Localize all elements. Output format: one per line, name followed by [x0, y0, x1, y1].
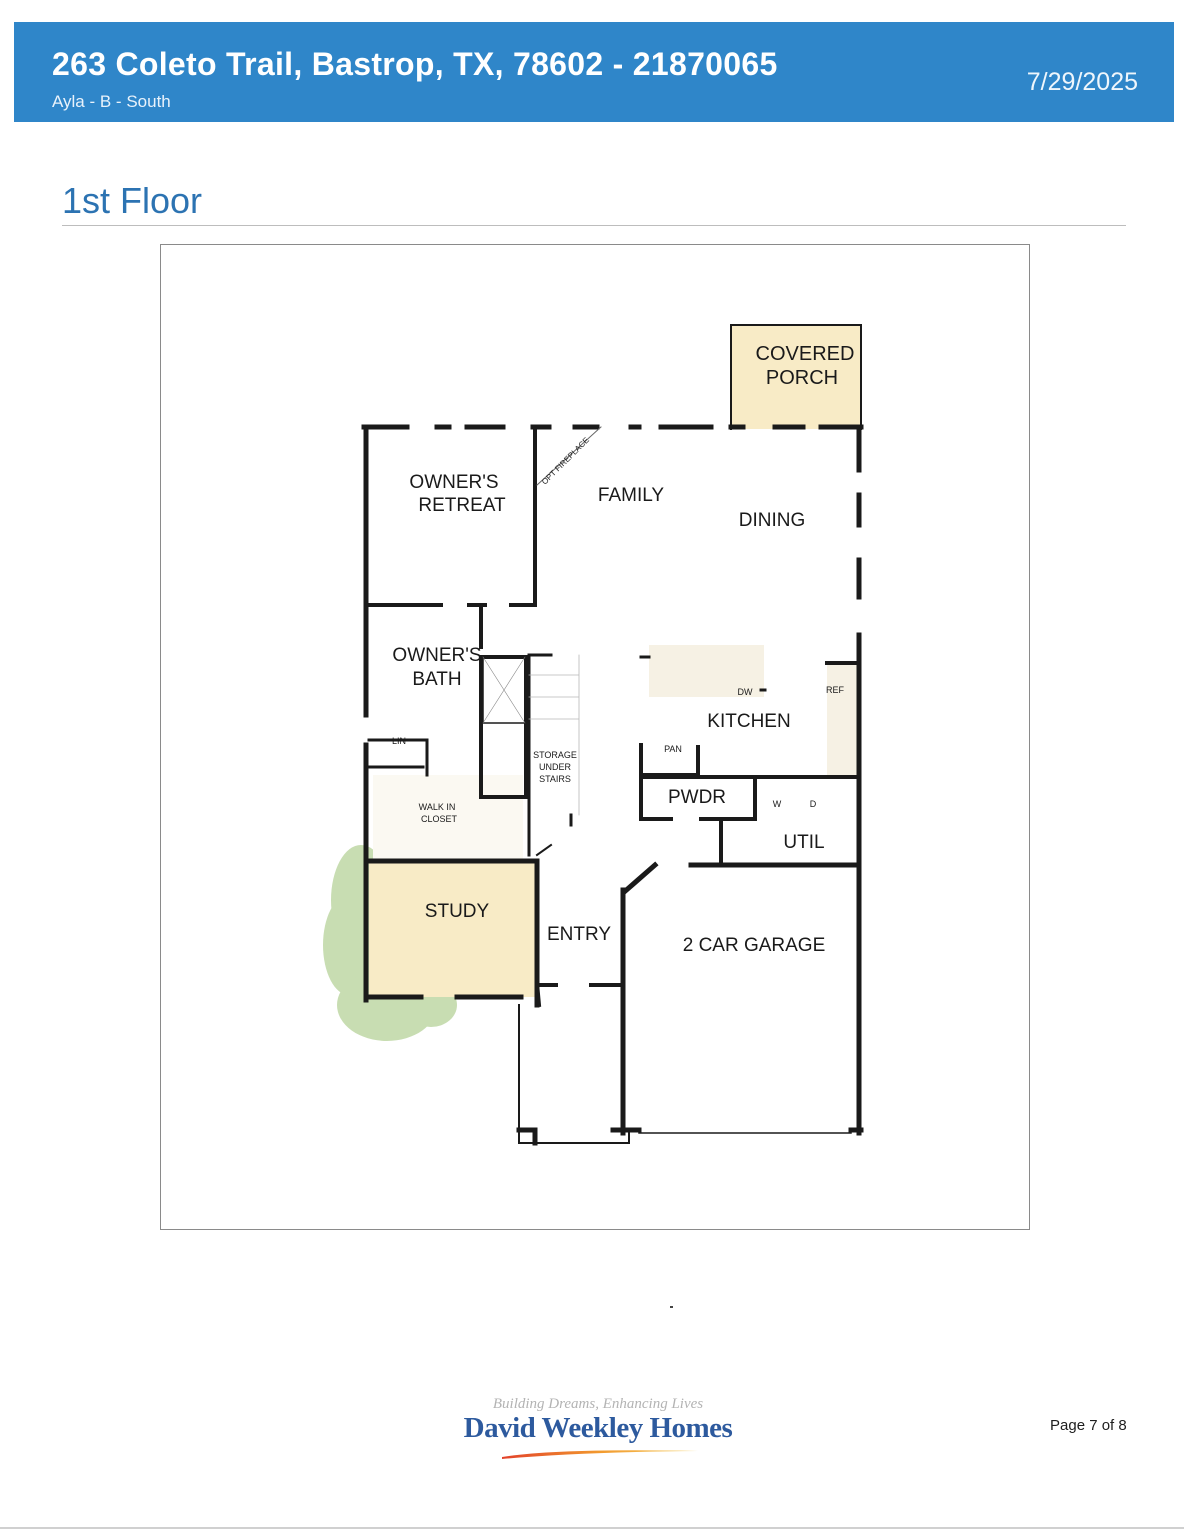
floorplan-walls: [361, 324, 864, 1146]
label-storage-3: STAIRS: [539, 774, 571, 784]
label-covered-porch-1: COVERED: [756, 343, 855, 365]
label-owners-bath-1: OWNER'S: [392, 645, 481, 666]
label-util: UTIL: [783, 832, 824, 853]
label-dw: DW: [738, 687, 753, 697]
floorplan-drawing: COVERED PORCH OWNER'S RETREAT OPT FIREPL…: [323, 324, 864, 1146]
plan-subtitle: Ayla - B - South: [52, 92, 171, 111]
label-w: W: [773, 799, 782, 809]
logo-tagline: Building Dreams, Enhancing Lives: [492, 1396, 704, 1412]
label-garage: 2 CAR GARAGE: [683, 935, 826, 956]
label-storage-2: UNDER: [539, 762, 572, 772]
label-storage-1: STORAGE: [533, 750, 577, 760]
label-pwdr: PWDR: [668, 787, 726, 808]
label-dining: DINING: [739, 510, 806, 531]
kitchen-counter-fill: [649, 645, 764, 697]
label-study: STUDY: [425, 901, 490, 922]
floorplan-frame: COVERED PORCH OWNER'S RETREAT OPT FIREPL…: [160, 244, 1030, 1230]
stray-mark: [670, 1306, 673, 1308]
label-ref: REF: [826, 685, 845, 695]
page-number: Page 7 of 8: [1050, 1417, 1127, 1434]
company-logo: Building Dreams, Enhancing Lives David W…: [456, 1396, 740, 1466]
label-walk-in-closet-2: CLOSET: [421, 814, 458, 824]
header-banner: 263 Coleto Trail, Bastrop, TX, 78602 - 2…: [14, 22, 1174, 122]
label-kitchen: KITCHEN: [707, 711, 790, 732]
label-d: D: [810, 799, 817, 809]
report-date: 7/29/2025: [1026, 68, 1138, 96]
section-title: 1st Floor: [62, 180, 203, 221]
label-owners-bath-2: BATH: [412, 669, 461, 690]
label-entry: ENTRY: [547, 924, 611, 945]
section-divider: [62, 225, 1126, 226]
property-title: 263 Coleto Trail, Bastrop, TX, 78602 - 2…: [52, 46, 778, 82]
covered-porch-fill: [731, 325, 861, 429]
label-pan: PAN: [664, 744, 682, 754]
kitchen-side-fill: [827, 665, 857, 775]
label-owners-retreat-2: RETREAT: [418, 495, 506, 516]
label-lin: LIN: [392, 736, 406, 746]
page-bottom-edge: [0, 1527, 1184, 1529]
label-covered-porch-2: PORCH: [766, 367, 838, 389]
label-owners-retreat-1: OWNER'S: [409, 472, 498, 493]
closet-fill: [373, 775, 523, 859]
label-walk-in-closet-1: WALK IN: [419, 802, 456, 812]
study-fill: [369, 861, 537, 997]
label-opt-fireplace: OPT FIREPLACE: [540, 436, 591, 487]
logo-brand: David Weekley Homes: [463, 1412, 733, 1444]
label-family: FAMILY: [598, 485, 664, 506]
logo-swoosh: [502, 1450, 698, 1459]
